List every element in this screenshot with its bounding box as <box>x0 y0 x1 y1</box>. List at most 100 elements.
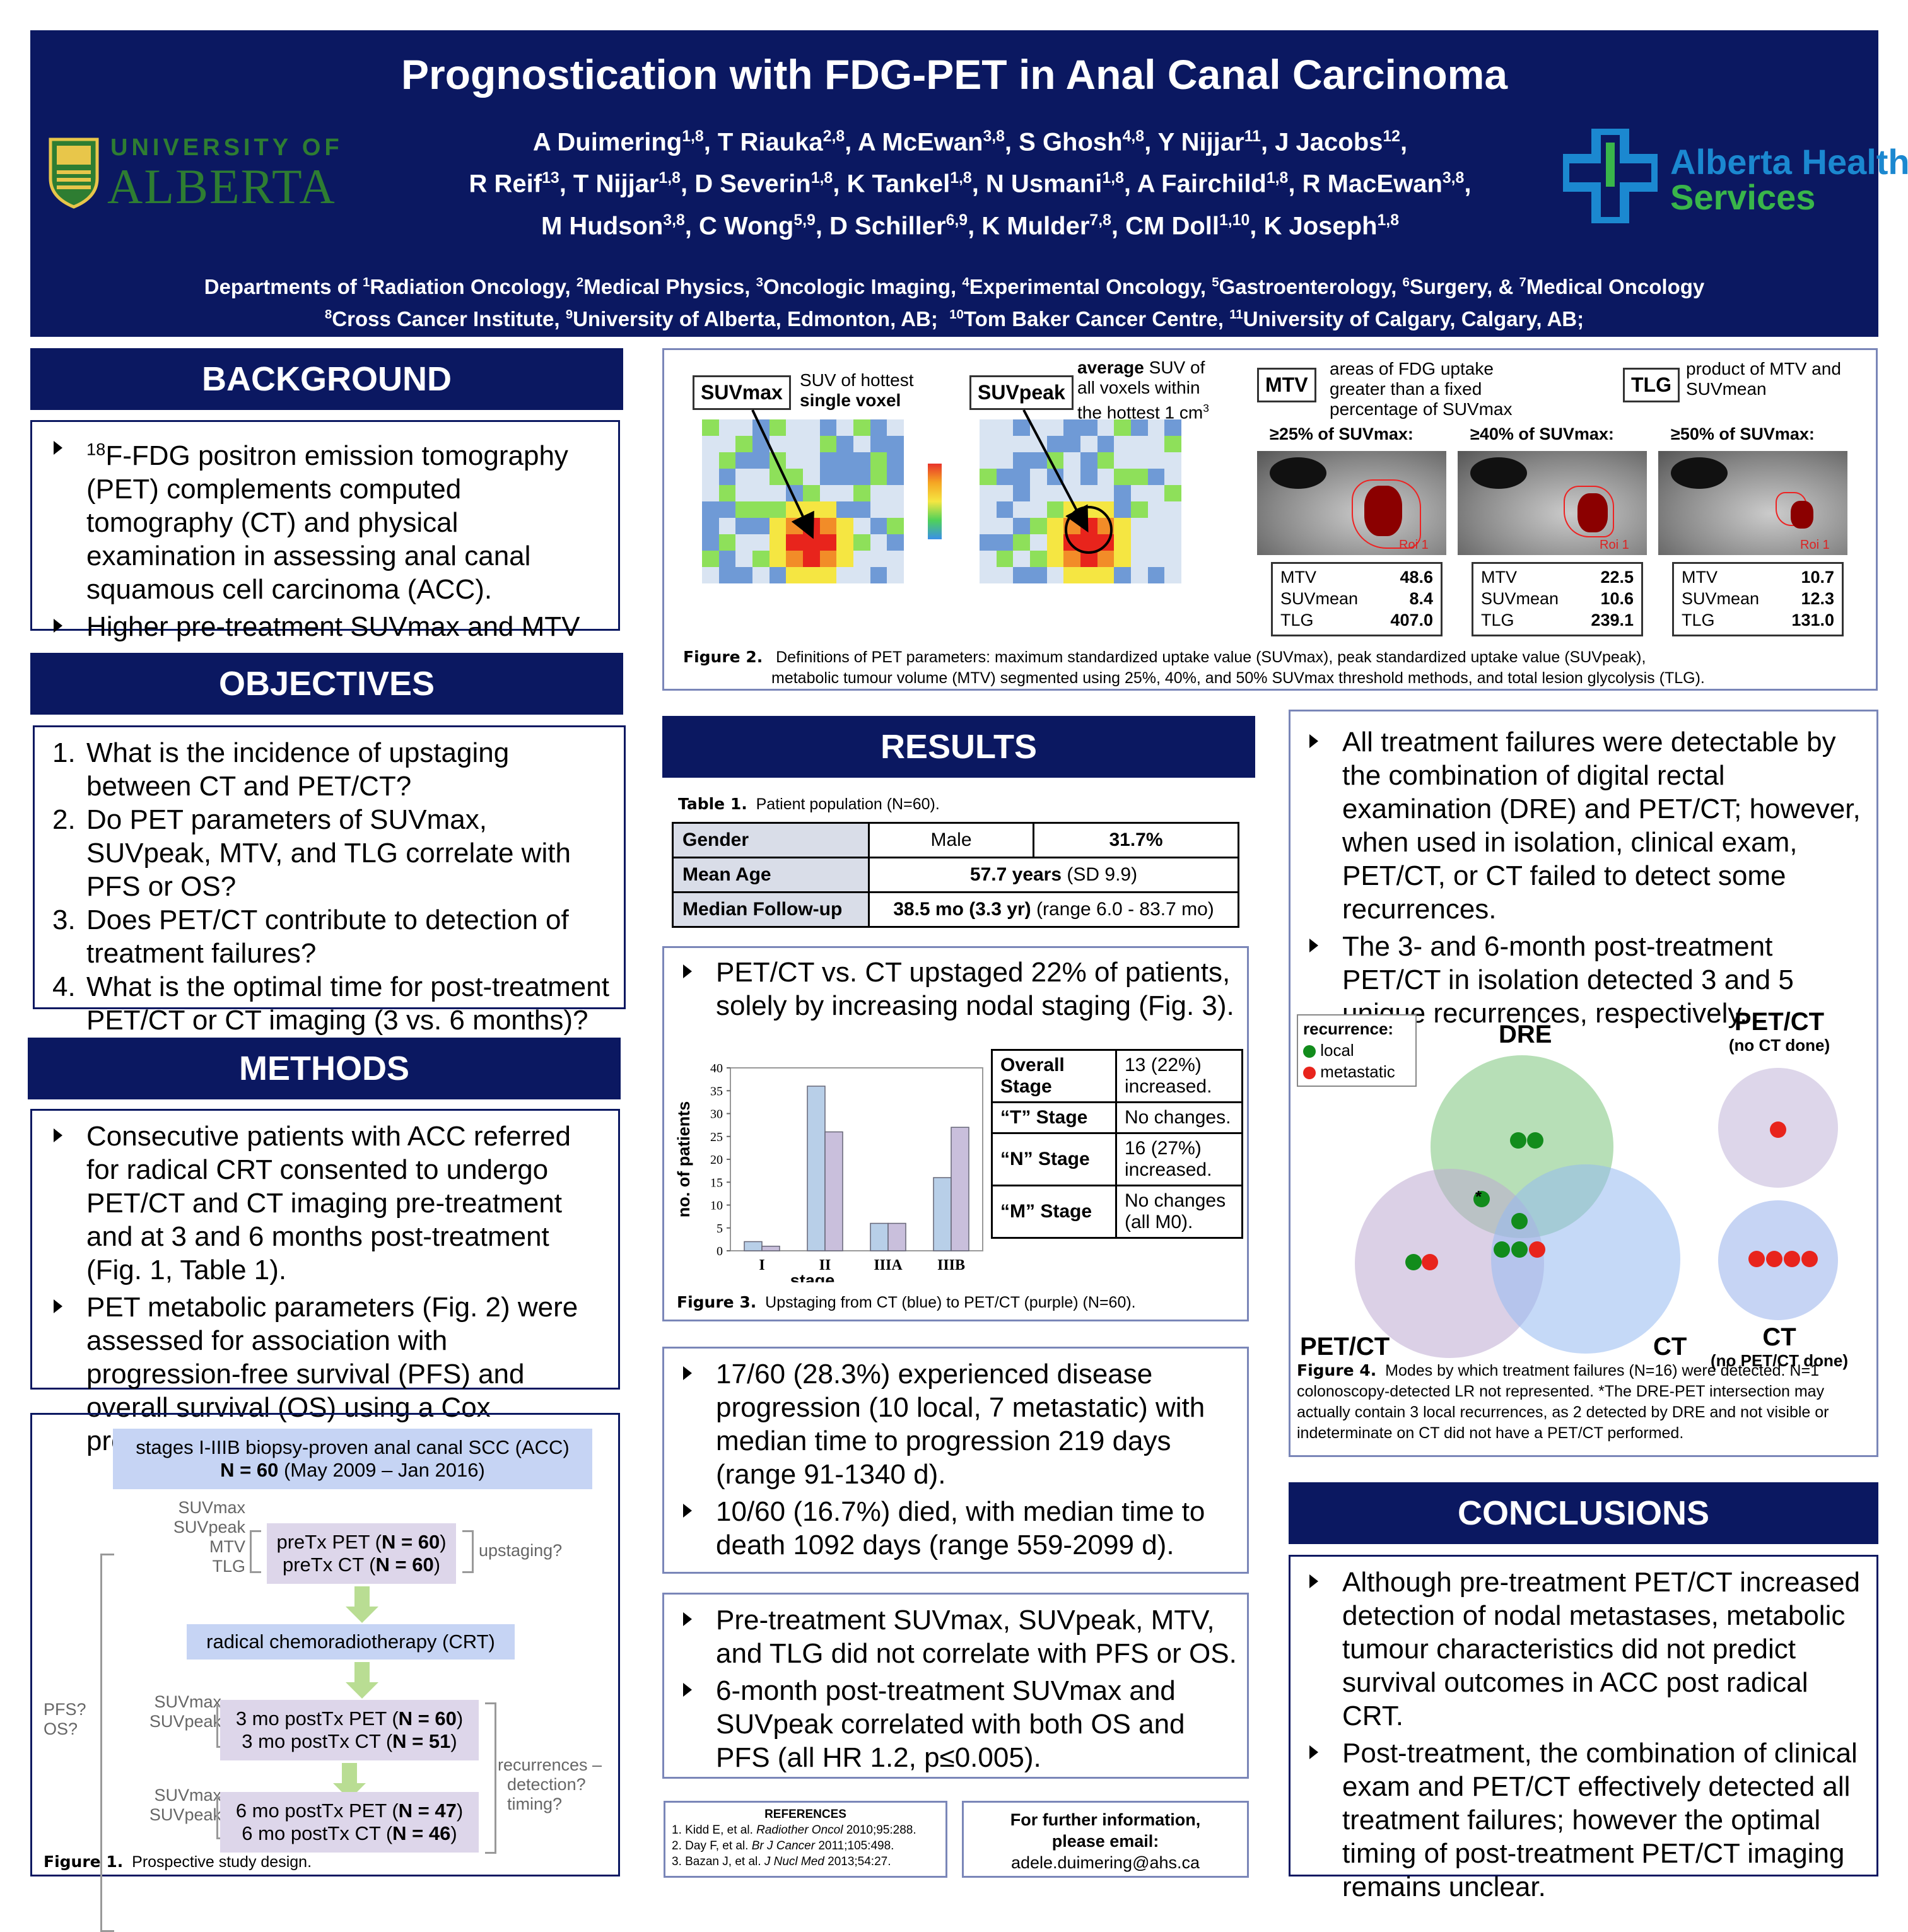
flow-start-line: stages I-IIIB biopsy-proven anal canal S… <box>136 1436 570 1458</box>
voxel <box>1080 469 1097 485</box>
contact-line: please email: <box>1051 1832 1159 1851</box>
table-row: Gender Male 31.7% <box>672 822 1239 858</box>
local-dot-icon <box>1303 1045 1316 1058</box>
metastatic-dot <box>1784 1251 1800 1267</box>
bar <box>807 1086 826 1251</box>
x-tick-label: II <box>819 1257 831 1273</box>
background-box: 18F-FDG positron emission tomography (PE… <box>30 420 620 682</box>
voxel <box>870 436 887 452</box>
voxel <box>752 534 770 551</box>
authors-line: A Duimering1,8, T Riauka2,8, A McEwan3,8… <box>532 128 1408 156</box>
voxel <box>887 452 904 469</box>
voxel <box>1097 452 1115 469</box>
voxel <box>752 485 770 501</box>
legend-metastatic: metastatic <box>1303 1061 1410 1082</box>
y-tick-label: 35 <box>710 1084 723 1098</box>
pet-hotspot <box>1270 457 1326 489</box>
figure-4-venn: recurrence: local metastatic DRE PET/CT … <box>1291 1008 1880 1374</box>
x-axis-label: stage <box>790 1271 835 1282</box>
pfs-os-label: PFS?OS? <box>44 1700 86 1738</box>
y-tick-label: 5 <box>717 1222 723 1236</box>
voxel <box>836 501 853 518</box>
voxel <box>702 469 719 485</box>
voxel <box>735 436 752 452</box>
bullet-item: Consecutive patients with ACC referred f… <box>41 1120 609 1287</box>
roi-label: Roi 1 <box>1600 538 1629 552</box>
detection-box: All treatment failures were detectable b… <box>1289 710 1878 1457</box>
voxel <box>996 469 1014 485</box>
voxel <box>1029 469 1047 485</box>
x-tick-label: IIIB <box>937 1257 965 1273</box>
voxel <box>853 452 870 469</box>
voxel <box>735 551 752 567</box>
pet-scan-image: Roi 1 <box>1257 451 1446 555</box>
voxel <box>718 534 736 551</box>
table-row: Median Follow-up 38.5 mo (3.3 yr) (range… <box>672 891 1239 928</box>
x-tick-label: IIIA <box>874 1257 903 1273</box>
voxel <box>836 567 853 583</box>
voxel <box>819 518 837 534</box>
voxel <box>996 567 1014 583</box>
voxel <box>1147 567 1165 583</box>
voxel <box>1114 501 1131 518</box>
objective-text: What is the incidence of upstaging betwe… <box>86 737 510 802</box>
voxel <box>1164 501 1181 518</box>
petct-only-label: PET/CT (no CT done) <box>1728 1008 1830 1055</box>
bracket <box>485 1702 496 1854</box>
voxel <box>786 469 803 485</box>
voxel <box>1013 419 1030 436</box>
contact-box: For further information, please email: a… <box>962 1801 1249 1878</box>
voxel <box>1097 551 1115 567</box>
roi-label: Roi 1 <box>1399 538 1429 552</box>
voxel <box>702 551 719 567</box>
voxel <box>752 501 770 518</box>
voxel <box>802 485 820 501</box>
voxel <box>718 518 736 534</box>
y-tick-label: 10 <box>710 1199 723 1213</box>
voxel <box>1029 534 1047 551</box>
table-cell: Gender <box>672 822 870 858</box>
voxel <box>1164 419 1181 436</box>
voxel <box>702 534 719 551</box>
bar <box>933 1177 952 1251</box>
voxel <box>980 452 997 469</box>
voxel <box>1114 567 1131 583</box>
voxel <box>1046 551 1064 567</box>
voxel <box>802 419 820 436</box>
voxel <box>1130 501 1148 518</box>
contact-email-link[interactable]: adele.duimering@ahs.ca <box>1010 1853 1200 1872</box>
mtv-chip: MTV <box>1257 368 1316 402</box>
ahs-line2: Services <box>1670 177 1816 217</box>
y-tick-label: 0 <box>717 1244 723 1258</box>
y-tick-label: 25 <box>710 1130 723 1144</box>
alberta-health-services-logo: Alberta Health Services <box>1563 119 1908 238</box>
author-list: A Duimering1,8, T Riauka2,8, A McEwan3,8… <box>383 119 1557 244</box>
suvpeak-chip: SUVpeak <box>969 375 1074 410</box>
methods-box: Consecutive patients with ACC referred f… <box>30 1109 620 1456</box>
voxel <box>1063 452 1080 469</box>
voxel <box>802 452 820 469</box>
voxel <box>702 518 719 534</box>
voxel <box>1164 567 1181 583</box>
voxel <box>786 551 803 567</box>
voxel <box>735 469 752 485</box>
intersection-asterisk: * <box>1475 1187 1482 1206</box>
objective-item: 2.Do PET parameters of SUVmax, SUVpeak, … <box>41 803 617 903</box>
voxel <box>1046 501 1064 518</box>
local-dot <box>1405 1254 1422 1270</box>
voxel <box>1029 501 1047 518</box>
color-scale-bar <box>928 464 942 539</box>
objectives-heading: OBJECTIVES <box>30 653 623 715</box>
y-axis-label: no. of patients <box>674 1101 693 1218</box>
voxel <box>887 485 904 501</box>
y-tick-label: 15 <box>710 1176 723 1190</box>
voxel <box>1147 436 1165 452</box>
voxel <box>802 436 820 452</box>
voxel <box>819 452 837 469</box>
figure-2-caption: Figure 2. Definitions of PET parameters:… <box>683 648 1705 687</box>
